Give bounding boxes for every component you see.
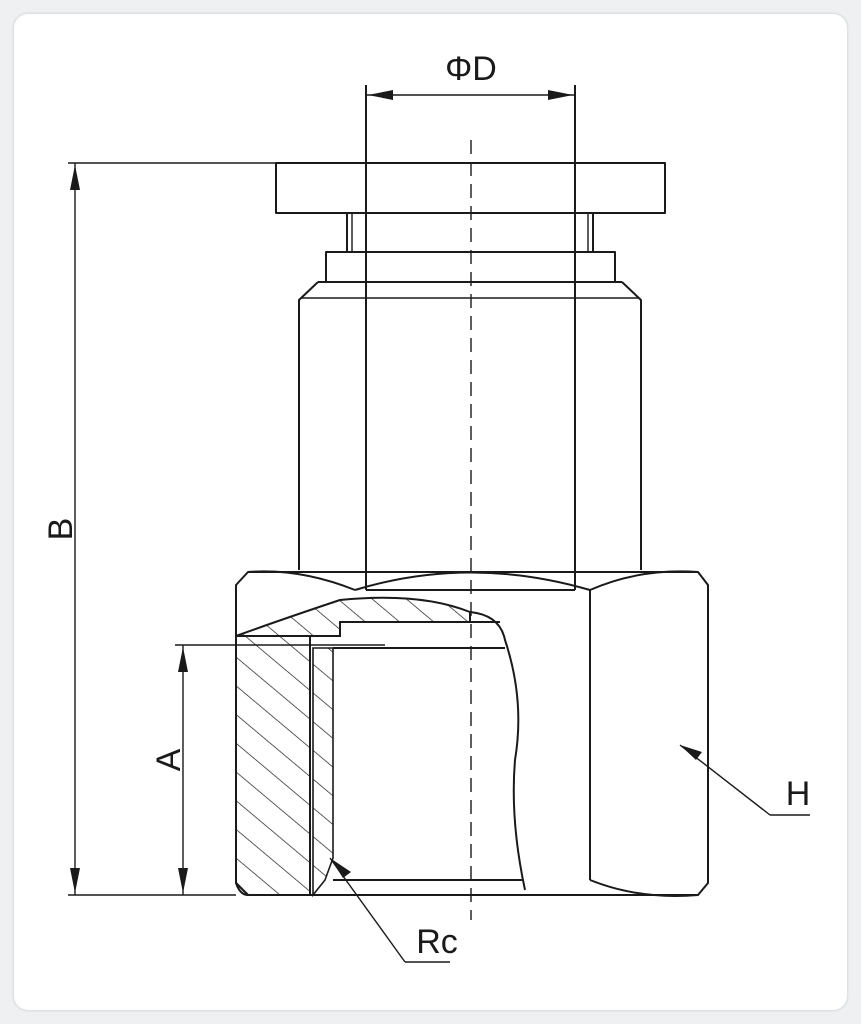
label-b: B bbox=[42, 518, 80, 541]
label-rc: Rc bbox=[416, 923, 458, 961]
label-h: H bbox=[786, 775, 811, 813]
label-a: A bbox=[150, 748, 188, 771]
section-thread bbox=[312, 647, 334, 898]
section-top bbox=[235, 596, 471, 637]
section-wall-left bbox=[235, 635, 311, 896]
break-line bbox=[469, 611, 526, 891]
label-phi-d: ΦD bbox=[445, 50, 497, 88]
body bbox=[298, 281, 642, 570]
